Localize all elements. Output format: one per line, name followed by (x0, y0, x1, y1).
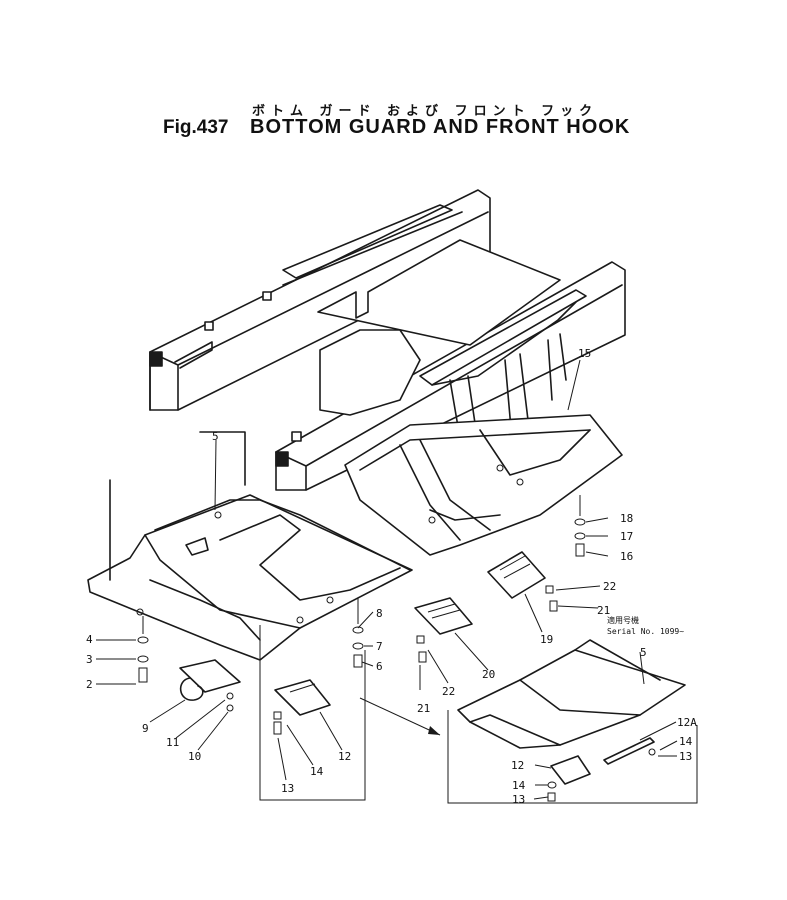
inset-frame (447, 710, 698, 804)
callout-22-mid: 22 (442, 685, 455, 698)
hardware-right-stack (574, 495, 586, 557)
callout-12-lower: 12 (338, 750, 351, 763)
inset-arrow-head (428, 726, 440, 735)
callout-7: 7 (376, 640, 383, 653)
callout-4: 4 (86, 633, 93, 646)
bottom-guard-15 (344, 414, 623, 556)
callout-6: 6 (376, 660, 383, 673)
callout-2: 2 (86, 678, 93, 691)
callout-9: 9 (142, 722, 149, 735)
inset-group (457, 639, 686, 785)
callouts: 5 15 18 17 16 22 21 19 8 7 6 20 22 21 4 … (86, 347, 697, 806)
hardware-mid-stack (352, 598, 364, 668)
serial-note: Serial No. 1099~ (607, 627, 684, 636)
callout-11: 11 (166, 736, 179, 749)
lower-left-bracket (259, 625, 366, 801)
callout-19: 19 (540, 633, 553, 646)
figure-number: Fig.437 (163, 117, 229, 138)
inset-arrow-line (359, 697, 441, 736)
callout-13-inset: 13 (512, 793, 525, 806)
callout-14-inset-right: 14 (679, 735, 693, 748)
callout-15: 15 (578, 347, 591, 360)
track-frame-right (275, 239, 626, 491)
callout-17: 17 (620, 530, 633, 543)
callout-13-lower: 13 (281, 782, 294, 795)
serial-note-japanese: 適用号機 (607, 615, 639, 625)
callout-20: 20 (482, 668, 495, 681)
title-english: BOTTOM GUARD AND FRONT HOOK (250, 116, 631, 138)
callout-10: 10 (188, 750, 201, 763)
callout-13-inset-right: 13 (679, 750, 692, 763)
callout-16: 16 (620, 550, 633, 563)
hardware-bolts-misc (273, 585, 558, 802)
callout-14-lower: 14 (310, 765, 324, 778)
hardware-left-stack (137, 616, 149, 683)
front-hook-9 (179, 659, 241, 712)
title-japanese: ボトム ガード および フロント フック (252, 104, 599, 119)
callout-18: 18 (620, 512, 633, 525)
callout-22-right: 22 (603, 580, 616, 593)
callout-5-upper: 5 (212, 430, 219, 443)
bottom-guard-5 (87, 431, 413, 661)
cover-plate-12 (274, 679, 331, 716)
cover-plate-19 (487, 551, 546, 599)
callout-21-right: 21 (597, 604, 610, 617)
cover-plate-20 (414, 597, 473, 635)
callout-14-inset: 14 (512, 779, 526, 792)
leader-lines (96, 359, 678, 800)
callout-12A: 12A (677, 716, 697, 729)
callout-8: 8 (376, 607, 383, 620)
callout-3: 3 (86, 653, 93, 666)
callout-21-mid: 21 (417, 702, 430, 715)
callout-12-inset: 12 (511, 759, 524, 772)
callout-5-inset: 5 (640, 646, 647, 659)
